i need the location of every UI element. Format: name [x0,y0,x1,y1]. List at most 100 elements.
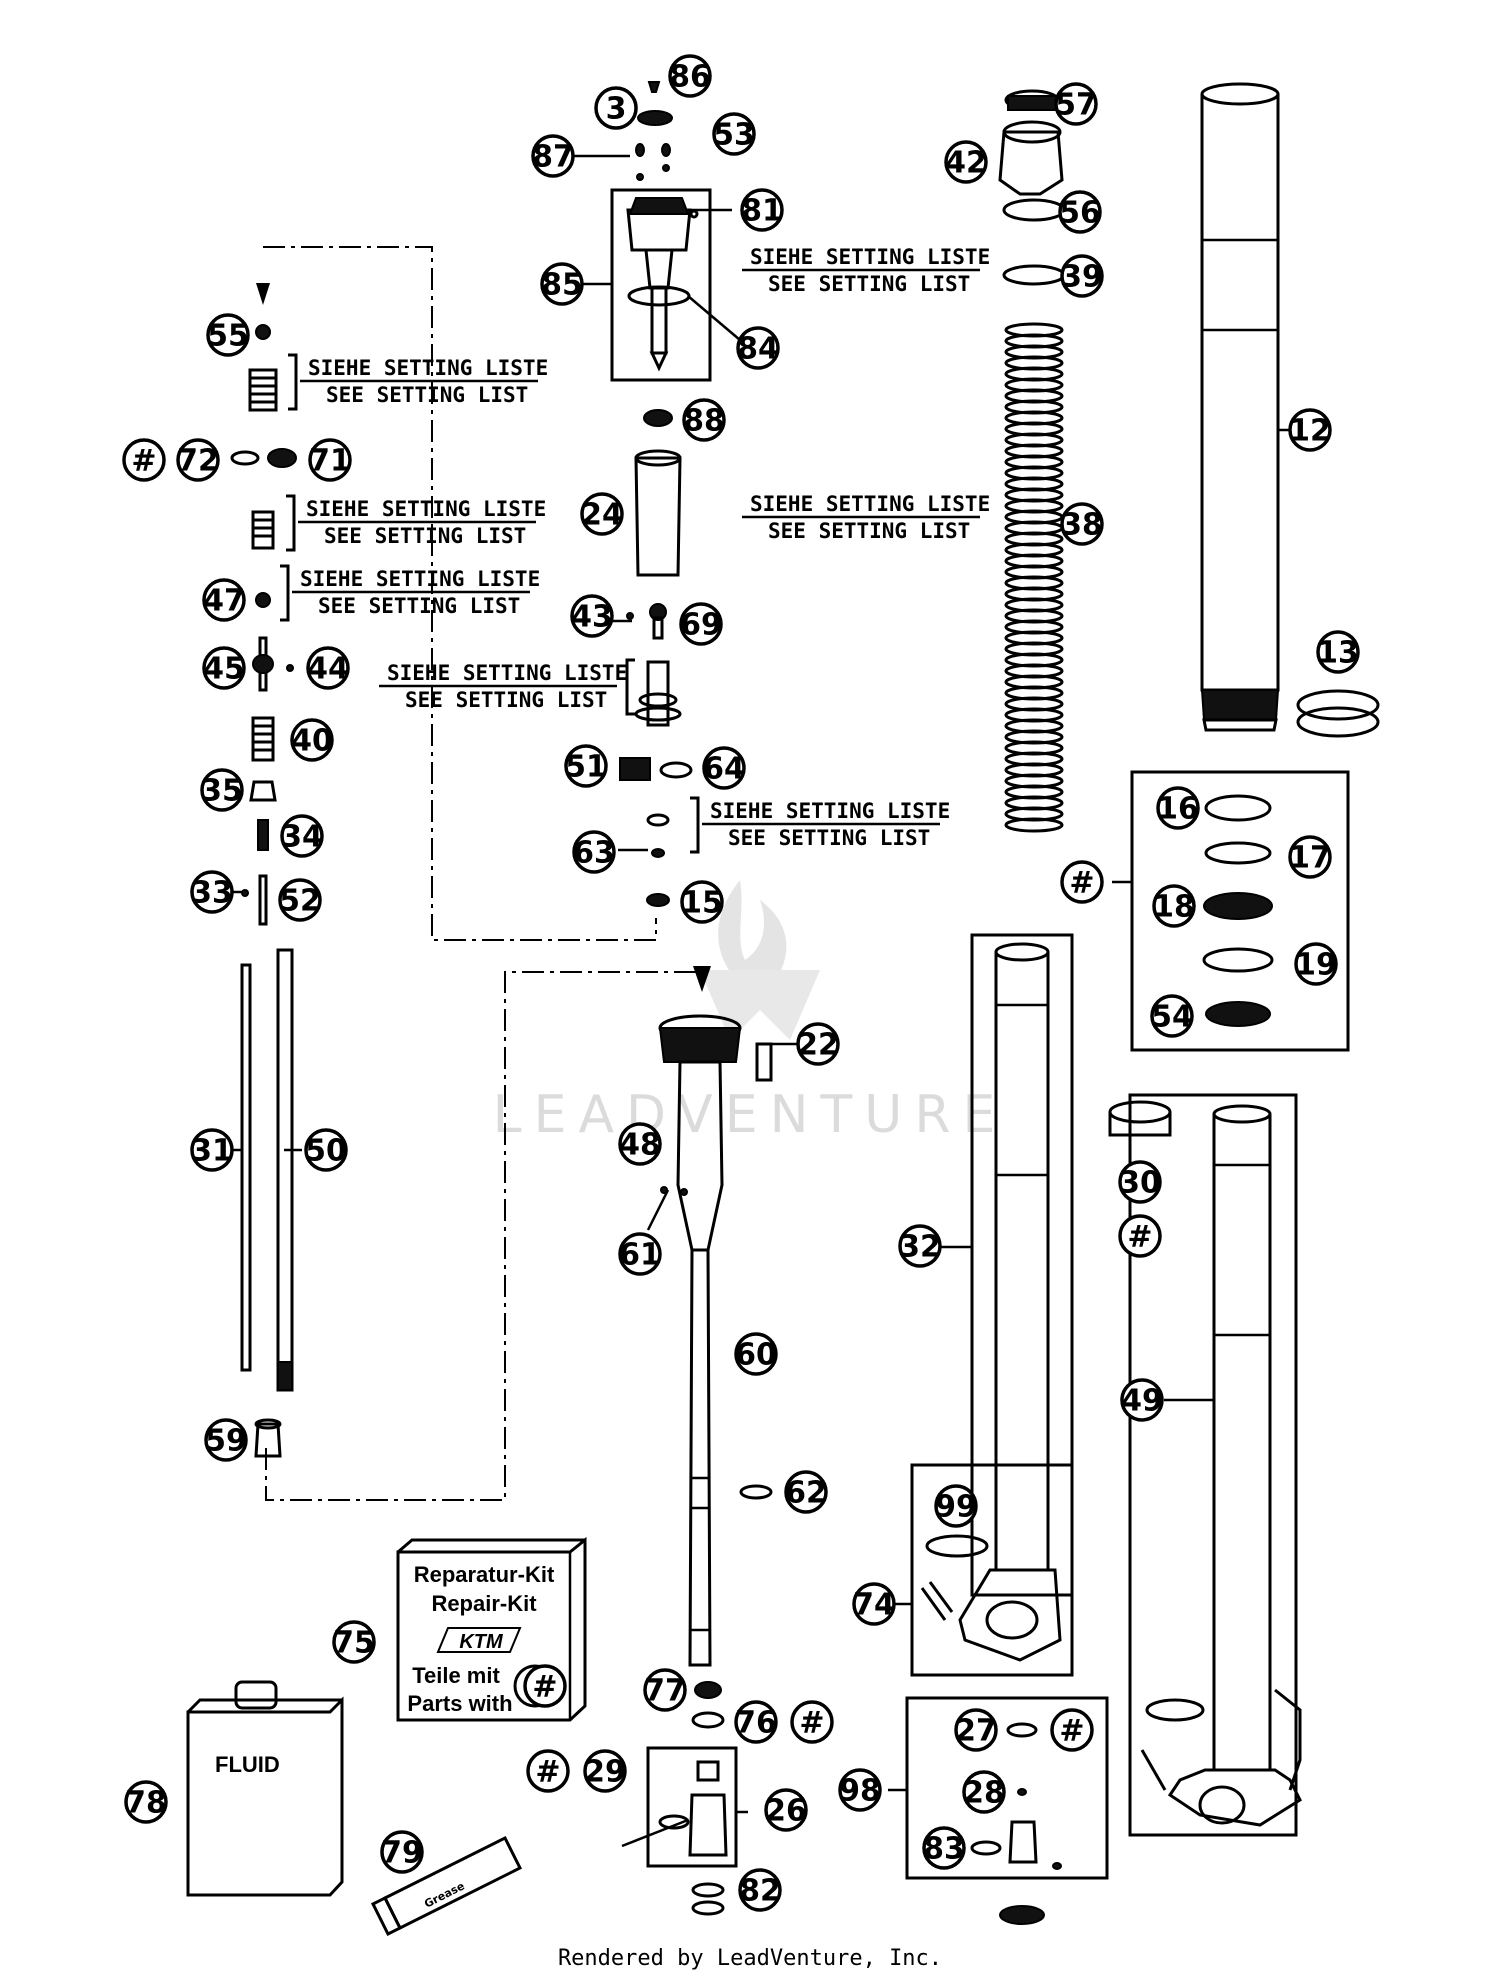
svg-text:39: 39 [1061,260,1103,295]
svg-text:17: 17 [1289,841,1331,876]
setting-note-bracket [288,353,298,411]
svg-text:33: 33 [191,876,233,911]
callout-61: 61 [618,1232,662,1276]
callout-48: 48 [618,1122,662,1166]
svg-text:87: 87 [532,140,574,175]
base-valve-parts [658,1681,728,1916]
svg-text:34: 34 [281,820,323,855]
callout-19: 19 [1294,942,1338,986]
svg-text:59: 59 [205,1424,247,1459]
svg-text:26: 26 [765,1794,807,1829]
callout-51: 51 [564,744,608,788]
setting-note-line2: SEE SETTING LIST [405,688,607,712]
svg-text:54: 54 [1151,1000,1193,1035]
svg-text:12: 12 [1289,414,1331,449]
setting-note-line2: SEE SETTING LIST [318,594,520,618]
arrow-head-right [693,966,711,992]
svg-text:32: 32 [899,1230,941,1265]
callout-38: 38 [1060,502,1104,546]
callout-22: 22 [796,1022,840,1066]
callout-34: 34 [280,814,324,858]
base-valve-box [646,1746,738,1868]
svg-text:#: # [131,444,156,479]
svg-text:43: 43 [571,600,613,635]
damper-stack-left [230,324,297,926]
callout-82: 82 [738,1868,782,1912]
callout-88: 88 [682,398,726,442]
callout-77: 77 [643,1668,687,1712]
svg-text:64: 64 [703,752,745,787]
svg-text:13: 13 [1317,636,1359,671]
repair-kit-line4: Parts with [407,1691,512,1716]
callout-83: 83 [922,1826,966,1870]
svg-text:15: 15 [681,886,723,921]
callout-18: 18 [1152,884,1196,928]
setting-notes: SIEHE SETTING LISTE SEE SETTING LIST SIEHE… [280,245,990,854]
callout-75: 75 [332,1620,376,1664]
callout-56: 56 [1058,190,1102,234]
svg-text:79: 79 [381,1836,423,1871]
fork-spring [1004,322,1064,833]
svg-text:71: 71 [309,444,351,479]
svg-text:61: 61 [619,1238,661,1273]
piston-parts [970,1722,1062,1925]
svg-text:77: 77 [644,1674,686,1709]
callout-24: 24 [580,492,624,536]
svg-text:63: 63 [573,836,615,871]
svg-text:86: 86 [669,60,711,95]
guard-ring [1296,689,1380,738]
setting-note-line1: SIEHE SETTING LISTE [750,245,990,269]
callout-50: 50 [304,1128,348,1172]
svg-text:16: 16 [1157,792,1199,827]
callout-74: 74 [852,1582,896,1626]
callout-27: 27 [954,1708,998,1752]
routing-line-lower [265,971,700,1501]
svg-text:52: 52 [279,884,321,919]
svg-text:48: 48 [619,1128,661,1163]
svg-text:69: 69 [680,608,722,643]
damper-rods [240,948,294,1392]
watermark: LEADVENTURE [493,880,1008,1145]
svg-text:72: 72 [177,444,219,479]
svg-text:83: 83 [923,1832,965,1867]
callout-99: 99 [934,1484,978,1528]
callout-78: 78 [124,1780,168,1824]
svg-text:60: 60 [735,1338,777,1373]
svg-text:78: 78 [125,1786,167,1821]
callout-28: 28 [962,1770,1006,1814]
repair-kit-line3: Teile mit [412,1663,500,1688]
hash-marker: # [526,1749,570,1793]
svg-text:49: 49 [1121,1384,1163,1419]
callout-40: 40 [290,718,334,762]
fork-leg-60-box [1128,1093,1298,1837]
hash-marker: # [1060,860,1104,904]
piston-box [905,1696,1109,1880]
setting-note-bracket [280,564,290,622]
fork-leg-61-box [970,933,1074,1597]
callout-76: 76 [734,1700,778,1744]
svg-text:50: 50 [305,1134,347,1169]
svg-text:#: # [532,1670,557,1705]
callout-64: 64 [702,746,746,790]
setting-note-bracket [690,796,700,854]
callout-52: 52 [278,878,322,922]
svg-text:40: 40 [291,724,333,759]
repair-kit-line1: Reparatur-Kit [414,1562,555,1587]
svg-text:#: # [1059,1714,1084,1749]
svg-text:55: 55 [207,319,249,354]
callout-45: 45 [202,646,246,690]
svg-text:#: # [1069,866,1094,901]
callout-60: 60 [734,1332,778,1376]
callout-12: 12 [1288,408,1332,452]
callout-39: 39 [1060,254,1104,298]
hash-marker: # [1118,1214,1162,1258]
setting-note-line1: SIEHE SETTING LISTE [387,661,627,685]
watermark-text: LEADVENTURE [493,1085,1008,1145]
hash-marker: # [1050,1708,1094,1752]
cartridge-tube [658,1014,773,1667]
callout-57: 57 [1054,82,1098,126]
setting-note-line2: SEE SETTING LIST [768,272,970,296]
svg-text:47: 47 [203,584,245,619]
setting-note-line1: SIEHE SETTING LISTE [750,492,990,516]
